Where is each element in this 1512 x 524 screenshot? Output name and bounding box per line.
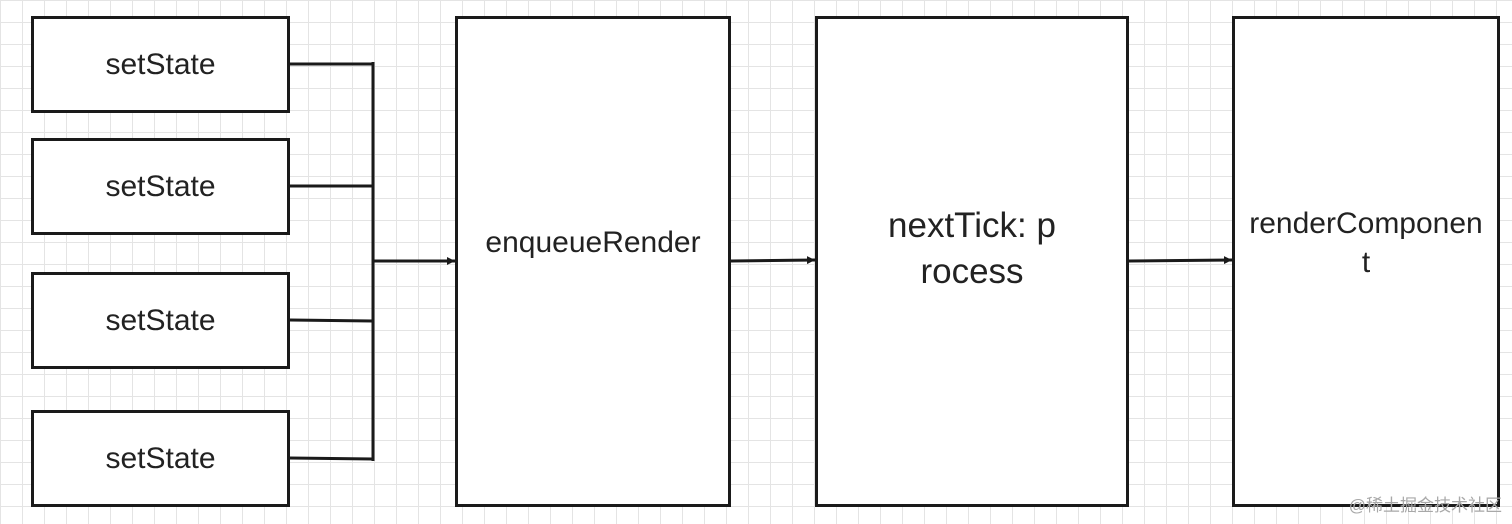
arrow-next-tick-to-render-component: [1128, 256, 1233, 265]
set-state-box-2: setState: [31, 138, 290, 235]
enqueue-render-label: enqueueRender: [485, 226, 701, 259]
next-tick-label: nextTick: process: [888, 206, 1056, 291]
arrow-enqueue-render-to-next-tick: [730, 256, 816, 265]
edge-set-state-3-to-bus: [289, 318, 374, 323]
set-state-box-3: setState: [31, 272, 290, 369]
render-component-label: renderComponent: [1249, 206, 1483, 279]
set-state-label-4: setState: [105, 442, 216, 475]
enqueue-render-box: enqueueRender: [455, 16, 731, 507]
set-state-label-3: setState: [105, 304, 216, 337]
render-component-box: renderComponent: [1232, 16, 1500, 507]
next-tick-box: nextTick: process: [815, 16, 1129, 507]
set-state-label-1: setState: [105, 48, 216, 81]
set-state-box-4: setState: [31, 410, 290, 507]
set-state-label-2: setState: [105, 170, 216, 203]
watermark: @稀土掘金技术社区: [1348, 496, 1502, 515]
edge-set-state-4-to-bus: [289, 456, 374, 461]
set-state-box-1: setState: [31, 16, 290, 113]
